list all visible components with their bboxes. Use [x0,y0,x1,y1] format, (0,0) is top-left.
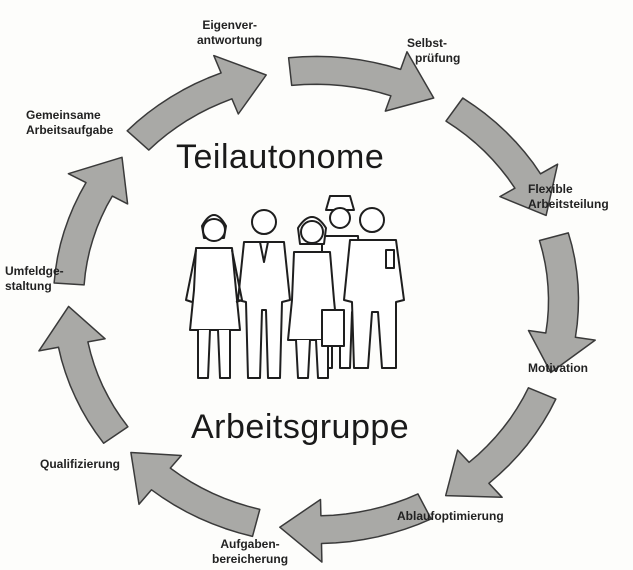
label-motivation: Motivation [528,361,588,376]
people-illustration [186,196,404,378]
label-ablaufoptimierung: Ablaufoptimierung [397,509,504,524]
diagram-title-bottom: Arbeitsgruppe [191,408,409,447]
label-eigenverantwortung: Eigenver- antwortung [197,18,262,48]
label-gemeinsame-arbeitsaufgabe: Gemeinsame Arbeitsaufgabe [26,108,113,138]
arrow-6 [131,453,260,537]
arrow-4 [446,388,556,498]
arrow-8 [54,157,128,285]
label-aufgabenbereicherung: Aufgaben- bereicherung [212,537,288,567]
label-umfeldgestaltung: Umfeldge- staltung [5,264,64,294]
arrow-3 [529,233,596,373]
label-selbstpruefung: Selbst- prüfung [407,36,460,66]
arrow-7 [39,306,128,443]
person-man-left [238,210,290,378]
diagram-title-top: Teilautonome [176,138,384,177]
arrow-9 [127,56,266,151]
arrow-5 [280,494,431,562]
person-woman-left [186,215,242,378]
label-flexible-arbeitsteilung: Flexible Arbeitsteilung [528,182,609,212]
label-qualifizierung: Qualifizierung [40,457,120,472]
person-man-right [344,208,404,368]
